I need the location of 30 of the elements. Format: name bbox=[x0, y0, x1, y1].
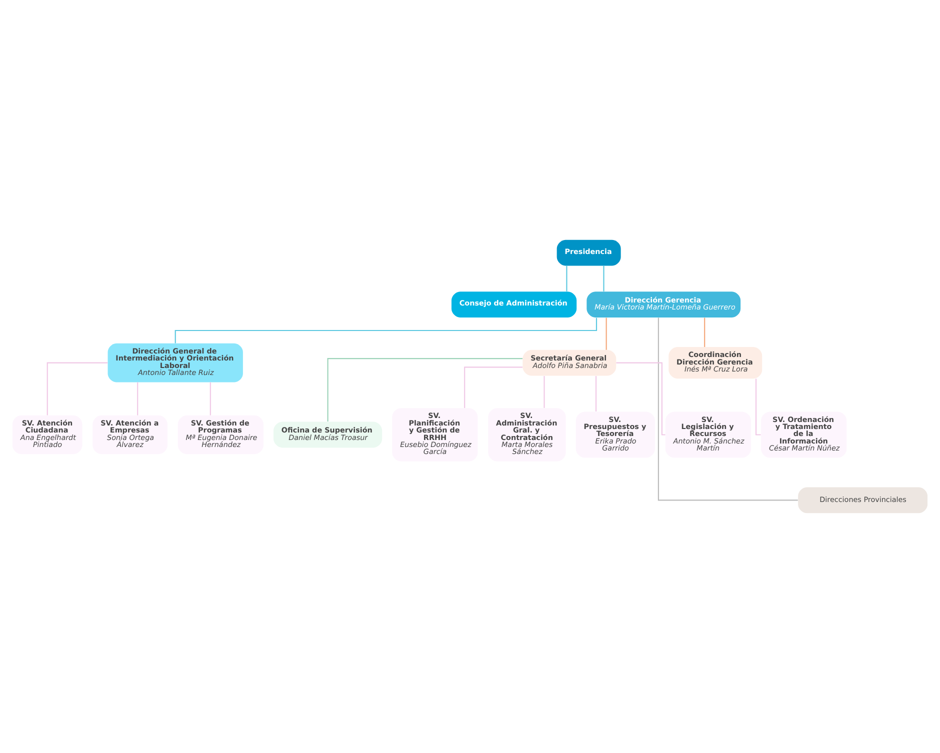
node-box: Coordinación Dirección Gerencia Inés Mª Cruz Lora bbox=[668, 347, 762, 379]
connector bbox=[327, 358, 523, 422]
connector bbox=[704, 318, 706, 347]
connector bbox=[606, 318, 607, 350]
node-box: SV. Gestión de Programas Mª Eugenia Donaire Hernández bbox=[178, 415, 264, 454]
connector bbox=[603, 266, 604, 292]
connector bbox=[46, 362, 108, 416]
node-box: Presidencia bbox=[556, 240, 621, 266]
node-box: SV. Atención Ciudadana Ana Engelhardt Pintiado bbox=[12, 415, 82, 454]
node-box: Dirección Gerencia María Victoria Martín-Lomeña Guerrero bbox=[586, 292, 741, 318]
node-box: SV. Planificación y Gestión de RRHH Eusebio Domínguez García bbox=[392, 408, 478, 462]
connector bbox=[137, 382, 138, 416]
connector bbox=[755, 378, 761, 436]
connector bbox=[544, 376, 545, 408]
node-box: SV. Legislación y Recursos Antonio M. Sánchez Martín bbox=[665, 412, 751, 458]
node-box: Oficina de Supervisión Daniel Macías Troasur bbox=[274, 422, 382, 448]
node-box: SV. Atención a Empresas Sonia Ortega Álvarez bbox=[92, 415, 168, 454]
node-box: SV. Presupuestos y Tesorería Erika Prado Garrido bbox=[576, 412, 655, 458]
connector bbox=[658, 318, 798, 501]
node-box: Secretaría General Adolfo Piña Sanabria bbox=[522, 350, 616, 376]
connector bbox=[616, 362, 666, 436]
connector bbox=[566, 266, 568, 292]
node-box: Consejo de Administración bbox=[451, 292, 577, 318]
node-box: Dirección General de Intermediación y Orientación Laboral Antonio Tallante Ruiz bbox=[108, 343, 243, 382]
node-box: SV. Ordenación y Tratamiento de la Información César Martín Núñez bbox=[761, 412, 847, 458]
node-box: SV. Administración Gral. y Contratación Marta Morales Sánchez bbox=[488, 408, 566, 462]
connector bbox=[210, 382, 211, 416]
connector bbox=[595, 376, 597, 412]
connector bbox=[464, 366, 523, 408]
node-box: Direcciones Provinciales bbox=[798, 487, 928, 514]
